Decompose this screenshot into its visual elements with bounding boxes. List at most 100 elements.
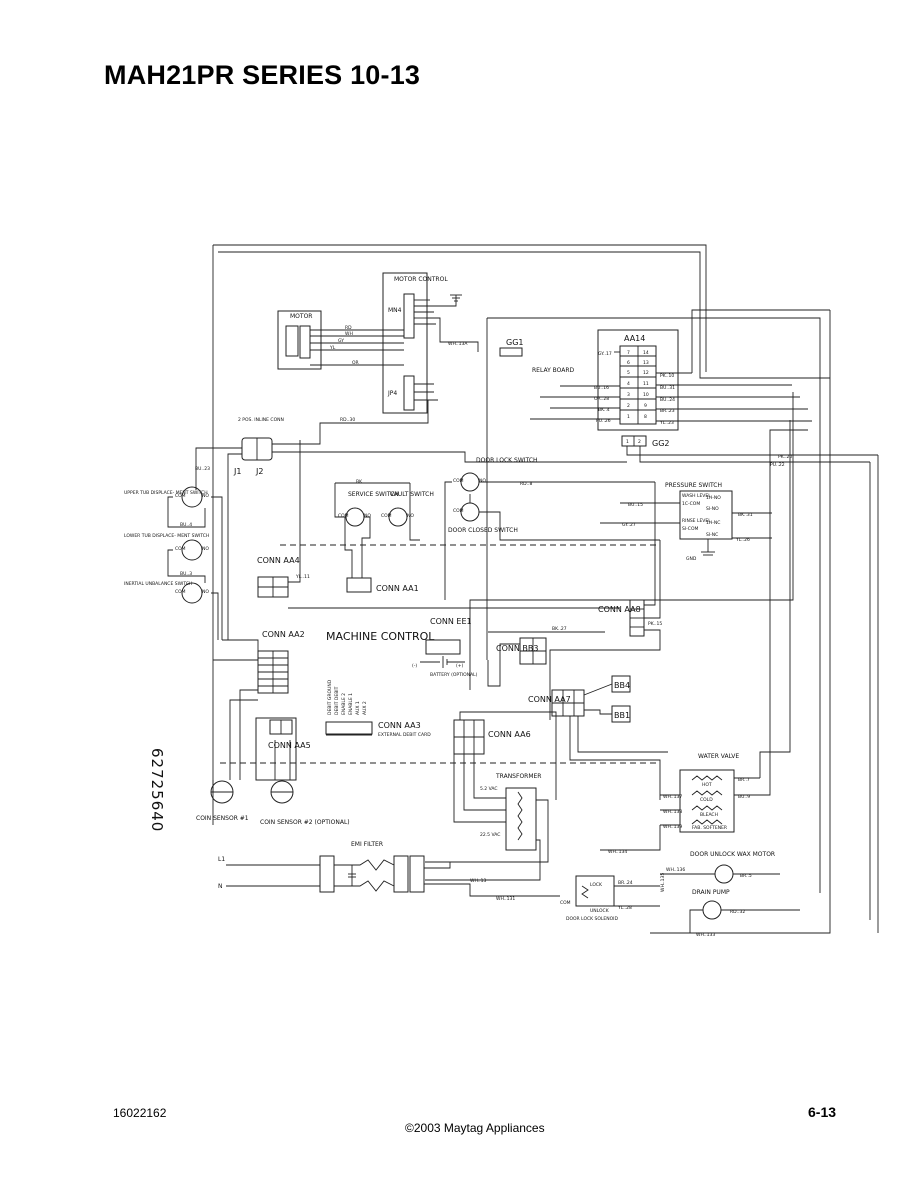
wire-br7: BR..7 [738, 777, 750, 783]
wire-bu9: BU..9 [738, 794, 750, 800]
conn-aa5-label: CONN AA5 [268, 741, 311, 750]
drain-pump-label: DRAIN PUMP [692, 889, 730, 896]
v225-label: 22.5 VAC [480, 832, 500, 838]
svg-text:AUX 1: AUX 1 [355, 701, 361, 715]
door-lock-switch-label: DOOR LOCK SWITCH [476, 457, 538, 464]
door-lock-com: COM [453, 478, 464, 484]
lock-label: LOCK [590, 882, 603, 888]
wash-level-label: WASH LEVEL [682, 493, 711, 499]
pressure-switch: PRESSURE SWITCH WASH LEVEL RINSE LEVEL 1… [600, 482, 772, 562]
ps-si-no: SI-NO [706, 506, 719, 512]
conn-aa8-label: CONN AA8 [598, 605, 641, 614]
conn-aa7-label: CONN AA7 [528, 695, 571, 704]
conn-aa1-label: CONN AA1 [376, 584, 419, 593]
n-label: N [218, 883, 223, 890]
svg-text:(+): (+) [456, 663, 464, 669]
service-vault-switches: BK SERVICE SWITCH VAULT SWITCH COM NO CO… [334, 479, 434, 593]
door-unlock-label: DOOR UNLOCK WAX MOTOR [690, 851, 775, 858]
door-switches: DOOR LOCK SWITCH COM NO RD..8 COM DOOR C… [444, 457, 660, 600]
conn-bb3-label: CONN BB3 [496, 644, 538, 653]
ps-s-com: SI-COM [682, 526, 698, 532]
wire-yl11: YL..11 [295, 574, 310, 580]
wire-wh13a: WH..13A [448, 341, 468, 347]
jp4-label: JP4 [387, 390, 397, 397]
door-closed-com: COM [453, 508, 464, 514]
motor-label: MOTOR [290, 313, 312, 320]
pressure-switch-label: PRESSURE SWITCH [665, 482, 722, 489]
motor-wire-or: OR [352, 360, 359, 366]
wire-bu16: BU..16 [594, 385, 609, 391]
j2-label: J2 [255, 467, 263, 476]
machine-control: CONN AA2 MACHINE CONTROL [213, 607, 620, 694]
wire-rd32: RD..32 [730, 909, 745, 915]
motor-wire-gy: GY [338, 338, 344, 344]
wire-br5: BR..5 [740, 873, 752, 879]
wire-bu3: BU..3 [180, 571, 192, 577]
svg-text:11: 11 [643, 381, 649, 387]
pos-conn-label: 2 POS. INLINE CONN [238, 417, 284, 423]
unlock-label: UNLOCK [590, 908, 610, 914]
inertial-com: COM [175, 589, 186, 595]
motor-wire-rd: RD [345, 325, 352, 331]
svg-text:3: 3 [627, 392, 630, 398]
transformer-label: TRANSFORMER [495, 773, 541, 780]
svg-text:1: 1 [626, 439, 629, 445]
aa3-pin-labels: DEBIT GROUND DEBIT DEBIT ENABLE 2 ENABLE… [327, 679, 368, 715]
doc-number: 16022162 [113, 1106, 167, 1120]
svg-text:DEBIT GROUND: DEBIT GROUND [327, 679, 333, 715]
wire-rd8: RD..8 [520, 481, 532, 487]
vault-switch-label: VAULT SWITCH [390, 491, 434, 498]
wire-wh134: WH..134 [608, 849, 627, 855]
ps-l-com: 1C-COM [682, 501, 700, 507]
svg-text:10: 10 [643, 392, 649, 398]
inertial-no: NO [202, 589, 209, 595]
solenoid-com: COM [560, 900, 571, 906]
conn-aa4: CONN AA4 YL..11 [257, 440, 310, 598]
svg-text:14: 14 [643, 350, 649, 356]
conn-aa2-label: CONN AA2 [262, 630, 305, 639]
wire-yl23: YL..23 [659, 420, 674, 426]
svg-text:2: 2 [638, 439, 641, 445]
v52-label: 5.2 VAC [480, 786, 498, 792]
part-number: 62725640 [148, 748, 166, 832]
ext-card-label: EXTERNAL DEBIT CARD [378, 732, 431, 738]
gg2-label: GG2 [652, 439, 670, 448]
conn-ee1: CONN EE1 (-)(+) BATTERY (OPTIONAL) [412, 617, 478, 678]
gnd-label: GND [686, 556, 697, 562]
lower-right-loads: DOOR UNLOCK WAX MOTOR WH..136 BR..5 DRAI… [560, 825, 800, 938]
upper-no: NO [202, 493, 209, 499]
inline-connector: 2 POS. INLINE CONN J1 J2 RD..30 [195, 400, 627, 640]
svg-text:DEBIT DEBIT: DEBIT DEBIT [334, 686, 340, 715]
bb1-label: BB1 [614, 711, 630, 720]
wire-yl26: YL..26 [735, 537, 750, 543]
schematic-frame [212, 244, 879, 934]
conn-aa4-label: CONN AA4 [257, 556, 300, 565]
upper-tub-label: UPPER TUB DISPLACE- MENT SWITCH [124, 490, 208, 496]
conn-aa7-bb: CONN AA7 BB4 BB1 [528, 675, 668, 800]
svg-text:6: 6 [627, 360, 630, 366]
wire-bk4: BK..4 [598, 407, 610, 413]
wire-or28: OR..28 [594, 396, 609, 402]
bb4-label: BB4 [614, 681, 630, 690]
ps-hi-nc: 1H-NC [706, 520, 720, 526]
wire-gy17: GY..17 [598, 351, 612, 357]
svg-text:2: 2 [627, 403, 630, 409]
service-no: NO [364, 513, 371, 519]
svg-text:8: 8 [644, 414, 647, 420]
conn-aa3-label: CONN AA3 [378, 721, 421, 730]
svg-text:AUX 2: AUX 2 [362, 701, 368, 715]
wire-br24: BR..24 [618, 880, 633, 886]
battery-label: BATTERY (OPTIONAL) [430, 672, 478, 678]
wire-gy27: GY..27 [622, 522, 636, 528]
svg-text:7: 7 [627, 350, 630, 356]
wire-bk-sv: BK [356, 479, 363, 485]
water-valve-label: WATER VALVE [698, 753, 739, 760]
service-switch-label: SERVICE SWITCH [348, 491, 399, 498]
page-number: 6-13 [808, 1104, 837, 1120]
svg-text:ENABLE 1: ENABLE 1 [348, 693, 354, 715]
relay-board-label: RELAY BOARD [532, 367, 575, 374]
motor: MOTOR RD WH GY YL OR [277, 310, 404, 370]
